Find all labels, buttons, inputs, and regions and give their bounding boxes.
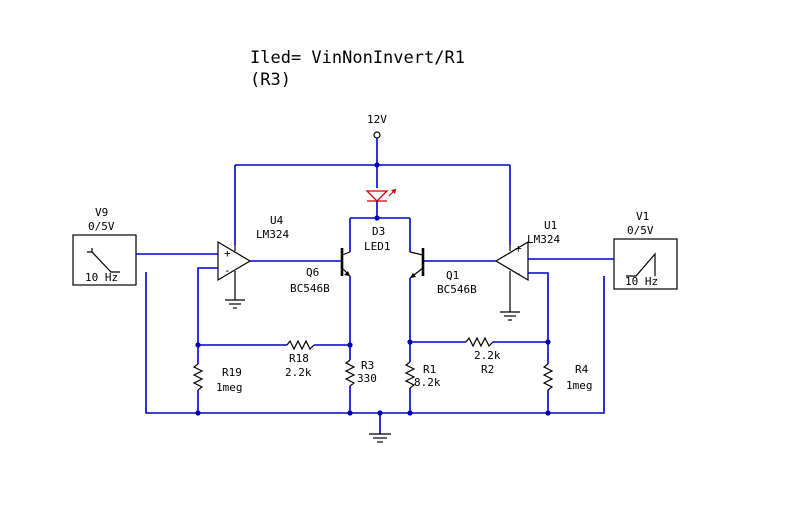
r3-value: 330 <box>357 372 377 385</box>
transistor-q6: Q6 BC546B <box>290 248 351 295</box>
resistor-r2: 2.2k R2 <box>465 336 501 376</box>
r2-value: 2.2k <box>474 349 501 362</box>
r19-ref: R19 <box>222 366 242 379</box>
v1-value: 0/5V <box>627 224 654 237</box>
v9-freq: 10 Hz <box>85 271 118 284</box>
source-v1: V1 0/5V 10 Hz <box>613 210 678 290</box>
ground-bus <box>195 410 551 434</box>
formula-subtitle: (R3) <box>250 70 291 90</box>
q6-value: BC546B <box>290 282 330 295</box>
r1-ref: R1 <box>423 363 436 376</box>
r4-ref: R4 <box>575 363 589 376</box>
led-d3: D3 LED1 <box>364 165 397 253</box>
source-v9: V9 0/5V 10 Hz <box>72 206 137 286</box>
r2-ref: R2 <box>481 363 494 376</box>
resistor-r3: R3 330 <box>344 359 377 387</box>
supply-12v: 12V <box>367 113 387 165</box>
led-value: LED1 <box>364 240 391 253</box>
r4-value: 1meg <box>566 379 593 392</box>
opamp-u4-ref: U4 <box>270 214 284 227</box>
r18-ref: R18 <box>289 352 309 365</box>
resistor-r19: R19 1meg <box>192 363 243 394</box>
led-ref: D3 <box>372 225 385 238</box>
resistor-r1: R1 8.2k <box>404 361 441 389</box>
formula-title: Iled= VinNonInvert/R1 <box>250 48 465 68</box>
q1-ref: Q1 <box>446 269 459 282</box>
ground-main <box>369 433 391 443</box>
supply-rail <box>234 162 511 245</box>
opamp-u4-minus: - <box>224 264 231 277</box>
u4-inverting-wire <box>197 267 218 345</box>
v1-freq: 10 Hz <box>625 275 658 288</box>
v1-ref: V1 <box>636 210 649 223</box>
q6-ref: Q6 <box>306 266 319 279</box>
r19-value: 1meg <box>216 381 243 394</box>
opamp-u1-minus: - <box>515 267 522 280</box>
resistor-r18: R18 2.2k <box>285 339 315 379</box>
r3-ref: R3 <box>361 359 374 372</box>
v9-return-wire <box>145 272 198 414</box>
opamp-u1: + - U1 LM324 <box>494 219 560 312</box>
r1-value: 8.2k <box>414 376 441 389</box>
v9-ref: V9 <box>95 206 108 219</box>
opamp-u4-value: LM324 <box>256 228 289 241</box>
u1-inverting-wire <box>528 272 549 342</box>
resistor-r4: R4 1meg <box>542 363 593 392</box>
opamp-u4-plus: + <box>224 247 231 260</box>
opamp-u4: + - U4 LM324 <box>217 214 289 300</box>
ground-u1 <box>500 311 520 321</box>
opamp-u1-ref: U1 <box>544 219 557 232</box>
transistor-q1: Q1 BC546B <box>409 248 477 296</box>
q1-value: BC546B <box>437 283 477 296</box>
opamp-u1-value: LM324 <box>527 233 560 246</box>
r18-value: 2.2k <box>285 366 312 379</box>
opamp-u1-plus: + <box>515 242 522 255</box>
ground-u4 <box>225 299 245 309</box>
v9-value: 0/5V <box>88 220 115 233</box>
supply-label: 12V <box>367 113 387 126</box>
collector-wires <box>349 217 411 252</box>
v1-return-wire <box>548 276 605 414</box>
